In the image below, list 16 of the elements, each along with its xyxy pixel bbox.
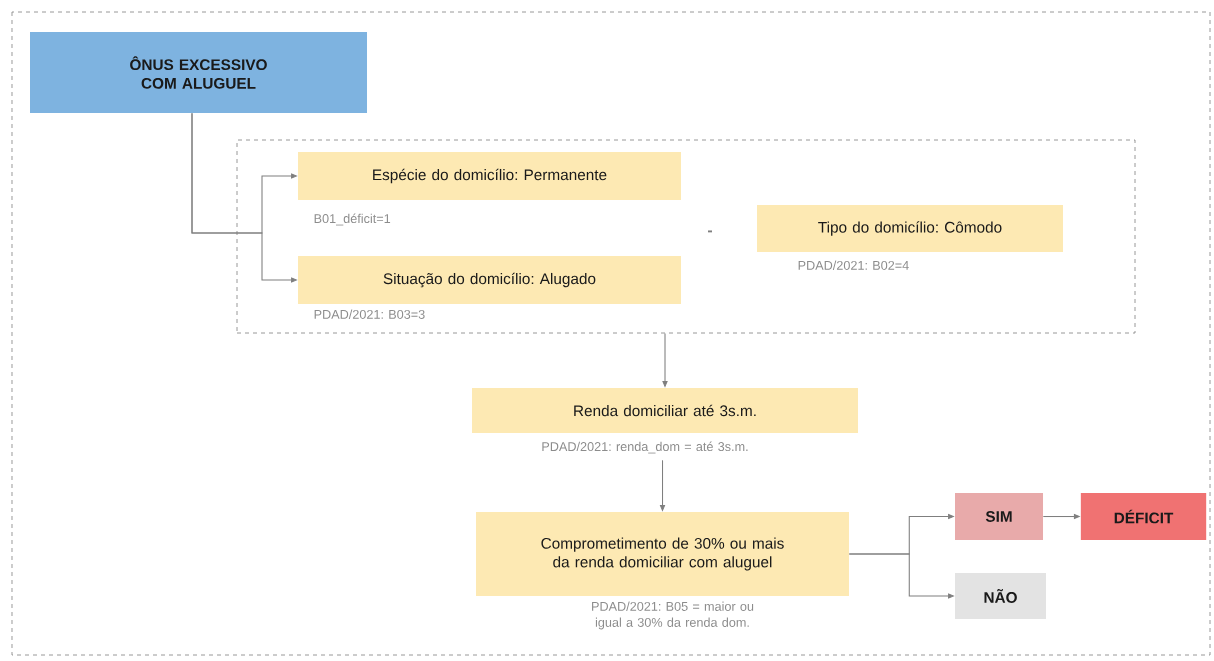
note-text: PDAD/2021: B05 = maior ou igual a 30% da renda dom. xyxy=(592,601,754,630)
answer-box: NÃO xyxy=(955,573,1046,619)
condition-box: Situação do domicílio: Alugado xyxy=(298,256,681,304)
note-text: B01_déficit=1 xyxy=(314,213,391,226)
result-box: DÉFICIT xyxy=(1080,493,1207,540)
group-frame xyxy=(236,139,1136,334)
answer-box: SIM xyxy=(955,493,1043,540)
note-text: PDAD/2021: B03=3 xyxy=(314,309,425,319)
condition-box: Espécie do domicílio: Permanente xyxy=(298,152,681,200)
condition-box: Renda domiciliar até 3s.m. xyxy=(472,388,858,433)
note-text: PDAD/2021: renda_dom = até 3s.m. xyxy=(542,441,748,454)
note-text: PDAD/2021: B02=4 xyxy=(798,260,909,270)
condition-box: Tipo do domicílio: Cômodo xyxy=(757,205,1063,252)
separator-text: - xyxy=(707,230,713,233)
condition-box: Comprometimento de 30% ou mais da renda domiciliar com aluguel xyxy=(476,512,849,596)
category-box: ÔNUS EXCESSIVO COM ALUGUEL xyxy=(30,32,367,113)
